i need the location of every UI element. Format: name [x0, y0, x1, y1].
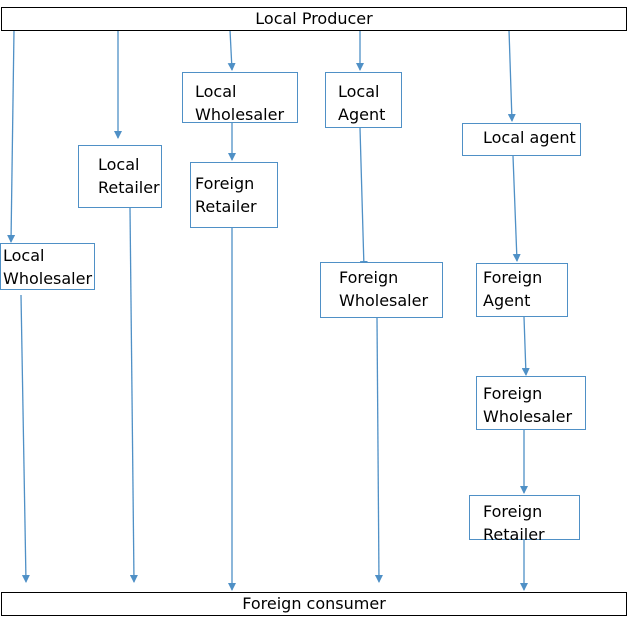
foreign-agent-box: Foreign Agent	[476, 263, 568, 317]
local-agent-right-box: Local agent	[462, 123, 581, 156]
foreign-wholesaler-center-box: Foreign Wholesaler	[320, 262, 443, 318]
foreign-wholesaler-right-box: Foreign Wholesaler	[476, 376, 586, 430]
local-wholesaler-center-box: Local Wholesaler	[182, 72, 298, 124]
local-agent-box: Local Agent	[325, 72, 402, 128]
arrow-foreign-wholesaler-center-to-consumer	[374, 317, 383, 583]
foreign-retailer-left-box: Foreign Retailer	[190, 162, 278, 228]
arrow-local-wholesaler-left-to-consumer	[20, 294, 30, 583]
arrow-producer-to-local-agent-right	[507, 29, 516, 122]
arrow-foreign-agent-to-foreign-wholesaler	[521, 316, 530, 376]
arrow-producer-to-local-wholesaler-center	[227, 29, 236, 71]
arrow-local-agent-to-foreign-wholesaler	[359, 127, 368, 269]
local-wholesaler-left-box: Local Wholesaler	[0, 243, 95, 290]
arrow-local-retailer-to-consumer	[129, 207, 138, 583]
arrow-producer-to-local-wholesaler-left	[7, 29, 16, 243]
local-producer-bar: Local Producer	[1, 7, 627, 31]
foreign-consumer-bar: Foreign consumer	[1, 592, 627, 616]
local-retailer-box: Local Retailer	[78, 145, 162, 208]
foreign-retailer-right-box: Foreign Retailer	[469, 495, 580, 544]
arrow-local-agent-right-to-foreign-agent	[512, 155, 521, 262]
